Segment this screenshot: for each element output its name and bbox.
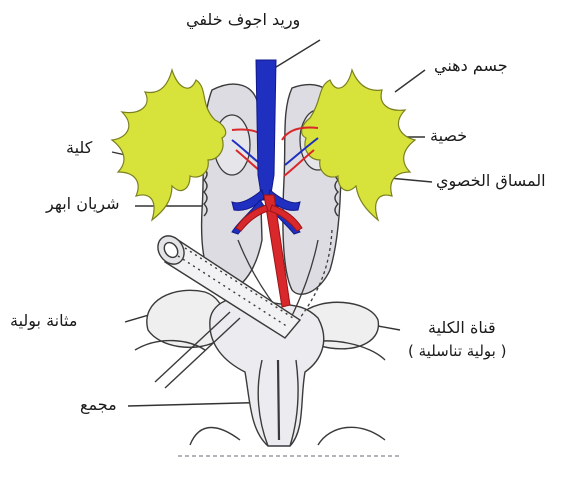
- label-testis: خصية: [430, 128, 467, 144]
- label-kidney-duct: قناة الكلية: [428, 320, 496, 336]
- label-kidney: كلية: [66, 140, 92, 156]
- label-posterior-vena-cava: وريد اجوف خلفي: [186, 12, 300, 28]
- label-urinary-bladder: مثانة بولية: [10, 313, 77, 329]
- label-mesorchium: المساق الخصوي: [436, 173, 546, 189]
- label-kidney-duct-note: ( بولية تناسلية ): [408, 344, 506, 359]
- leader-fat-body: [395, 70, 425, 92]
- label-dorsal-aorta: شريان ابهر: [46, 196, 120, 212]
- label-fat-body: جسم دهني: [434, 58, 508, 74]
- label-cloaca: مجمع: [80, 397, 117, 413]
